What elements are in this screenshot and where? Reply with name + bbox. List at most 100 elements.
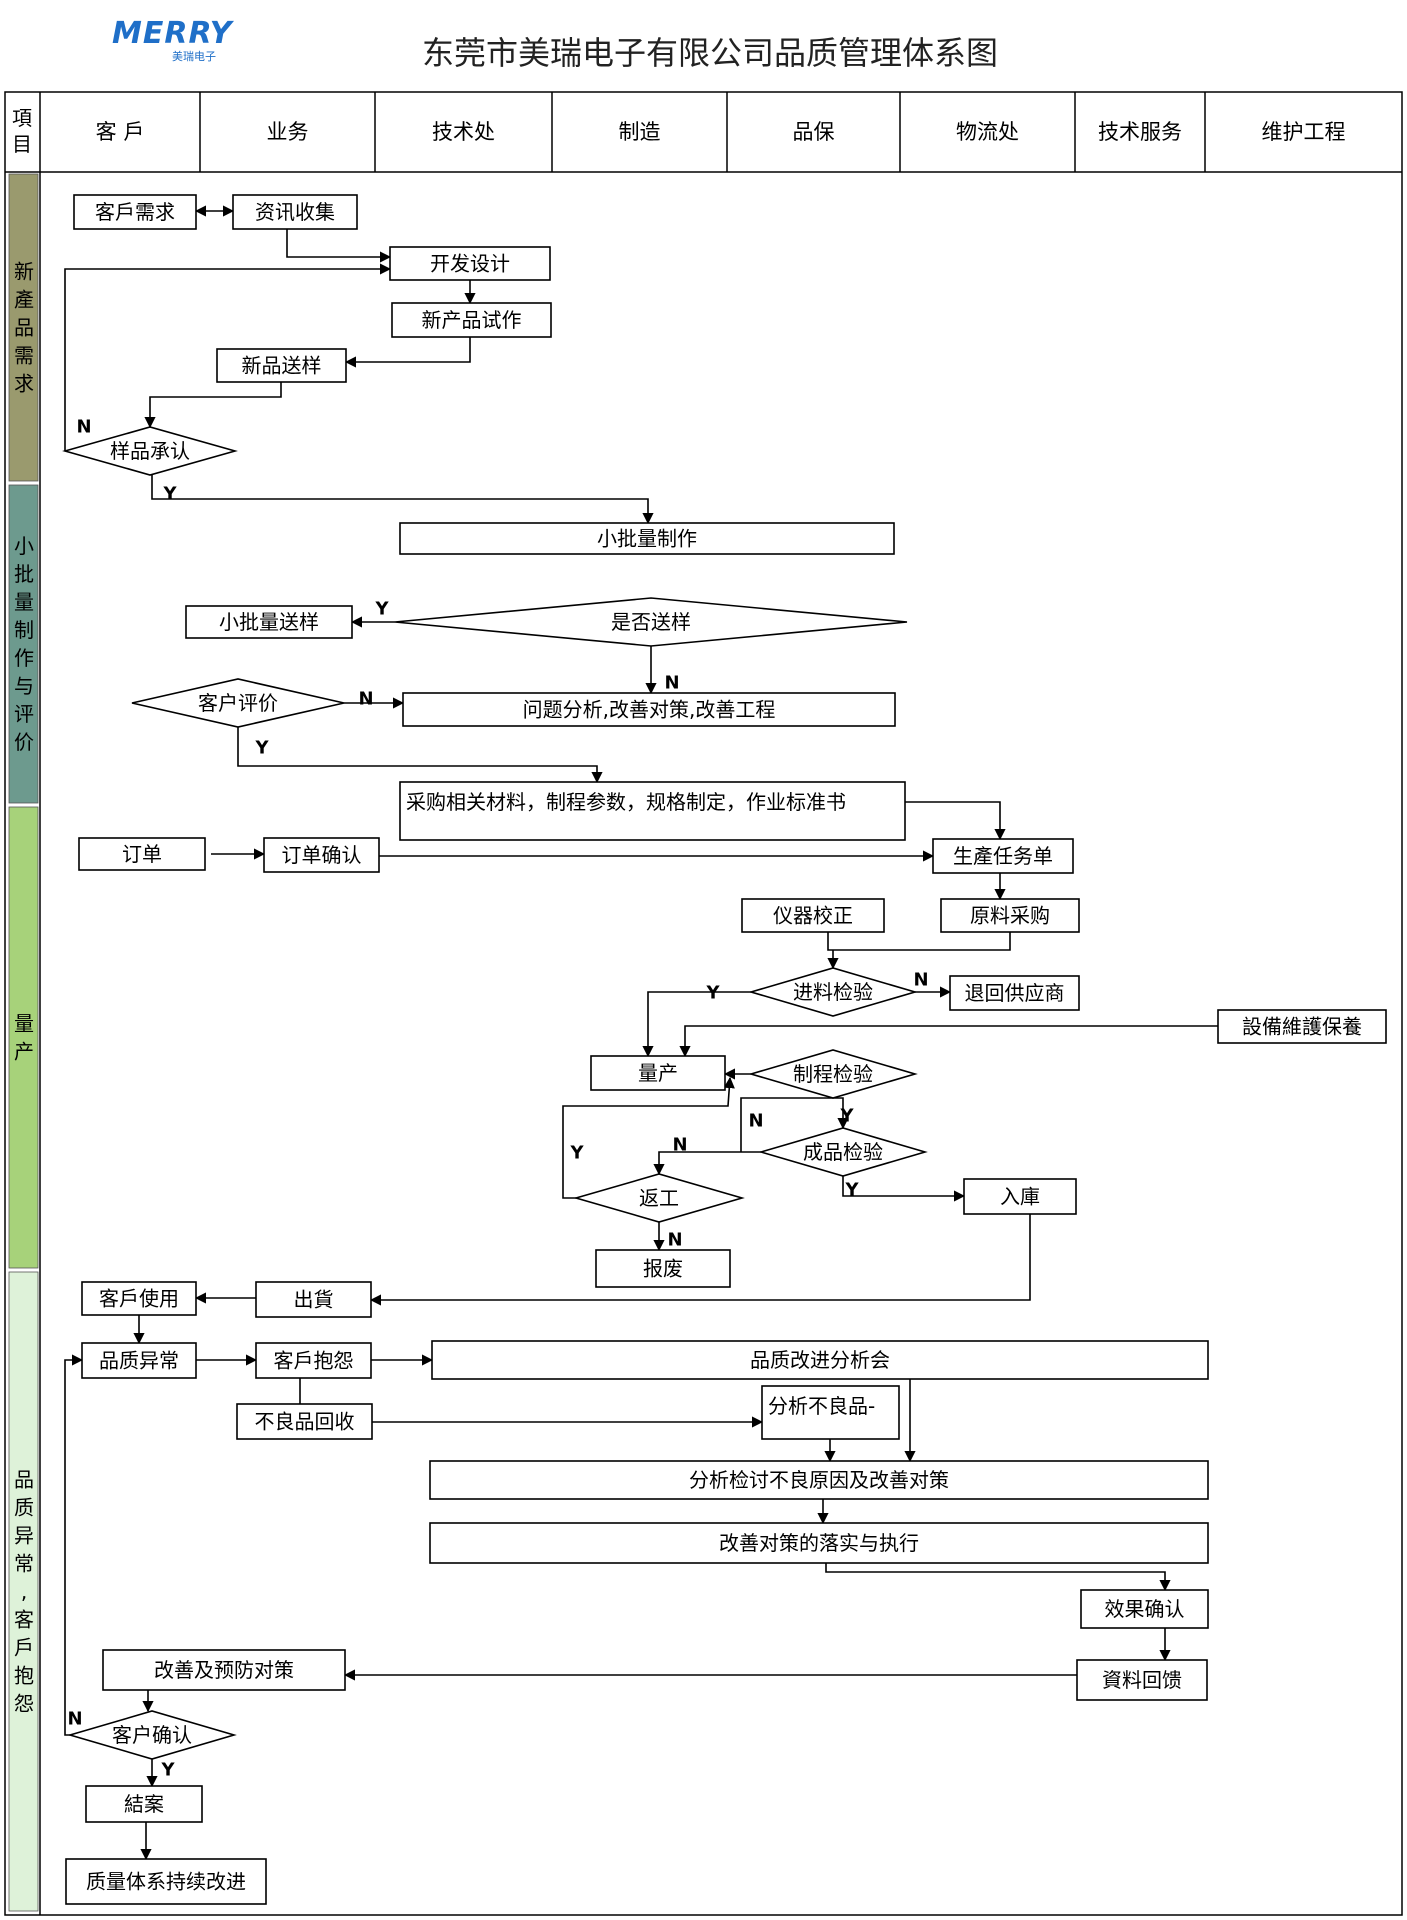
- phase-2-label: 制: [14, 618, 34, 642]
- node-problem-analysis-box: [402, 692, 896, 727]
- connector: [151, 475, 654, 525]
- node-improve-meeting-box: [431, 1340, 1209, 1380]
- node-dev-design-box: [389, 246, 551, 281]
- phase-4-label: 常: [14, 1552, 34, 1576]
- node-quality-abnormal-box: [81, 1342, 197, 1379]
- node-prevent-measures-box: [102, 1649, 346, 1691]
- outer-frame: [4, 91, 1403, 1916]
- node-small-batch-box: [399, 522, 895, 555]
- node-process-inspect-diamond: [748, 1049, 918, 1099]
- node-customer-confirm-diamond: [67, 1710, 237, 1760]
- page-title: 东莞市美瑞电子有限公司品质管理体系图: [421, 34, 998, 72]
- connector: [286, 229, 392, 263]
- phase-1-label: 品: [14, 316, 34, 340]
- logo-text: MERRY: [112, 16, 233, 51]
- node-implement-box: [429, 1522, 1209, 1564]
- header-column-2: 业务: [267, 120, 309, 144]
- node-defect-recall-box: [236, 1403, 373, 1440]
- node-defect-recall: 不良品回收: [255, 1410, 355, 1434]
- node-order-confirm: 订单确认: [282, 843, 362, 867]
- header-item-label: 目: [12, 132, 32, 156]
- node-data-feedback-box: [1076, 1659, 1208, 1701]
- connector: [740, 1097, 833, 1152]
- node-customer-use: 客戶使用: [99, 1287, 179, 1311]
- yes-label: Y: [839, 1106, 854, 1127]
- no-label: N: [672, 1135, 687, 1156]
- header-item-label: 項: [12, 106, 32, 130]
- node-warehouse: 入庫: [1000, 1185, 1040, 1209]
- node-effect-confirm: 效果确认: [1105, 1597, 1185, 1621]
- node-incoming-inspect: 进料检验: [793, 980, 873, 1004]
- connector: [64, 263, 392, 451]
- yes-label: Y: [160, 1760, 175, 1781]
- phase-band-4: [8, 1271, 39, 1912]
- node-order-box: [78, 837, 206, 871]
- node-send-sample-question-diamond: [394, 597, 908, 647]
- node-return-supplier-box: [949, 975, 1080, 1011]
- node-new-sample-box: [216, 348, 347, 383]
- node-process-inspect: 制程检验: [793, 1062, 873, 1086]
- phase-2-label: 小: [14, 534, 34, 558]
- phase-4-label: 戶: [14, 1636, 34, 1660]
- node-mass-production-box: [590, 1055, 726, 1091]
- connector: [825, 1563, 1171, 1592]
- node-order: 订单: [122, 842, 162, 866]
- node-data-feedback: 資料回馈: [1102, 1668, 1182, 1692]
- node-raw-purchase-box: [940, 898, 1080, 933]
- node-customer-confirm: 客户确认: [112, 1723, 192, 1747]
- node-close-case-box: [85, 1785, 203, 1823]
- node-improve-meeting: 品质改进分析会: [750, 1348, 890, 1372]
- phase-2-label: 作: [14, 646, 34, 670]
- connector: [144, 382, 282, 429]
- yes-label: Y: [705, 983, 720, 1004]
- header-column-3: 技术处: [432, 120, 495, 144]
- connector: [679, 1025, 1218, 1058]
- node-customer-complaint-box: [255, 1342, 372, 1379]
- phase-4-label: 抱: [14, 1664, 34, 1688]
- yes-label: Y: [254, 738, 269, 759]
- node-new-sample: 新品送样: [242, 354, 322, 378]
- yes-label: Y: [844, 1180, 859, 1201]
- node-rework: 返工: [639, 1186, 679, 1210]
- node-effect-confirm-box: [1080, 1589, 1209, 1629]
- phase-3-label: 量: [14, 1012, 34, 1036]
- phase-4-label: 品: [14, 1468, 34, 1492]
- node-shipment: 出貨: [294, 1288, 334, 1312]
- connector: [642, 991, 751, 1058]
- node-info-collect-box: [232, 194, 358, 230]
- phase-band-2: [8, 484, 39, 804]
- node-final-inspect: 成品检验: [803, 1140, 883, 1164]
- connector: [64, 1354, 84, 1736]
- node-prevent-measures: 改善及预防对策: [154, 1658, 294, 1682]
- node-equipment-maint: 設備維護保養: [1242, 1015, 1362, 1039]
- phase-4-label: 质: [14, 1496, 34, 1520]
- phase-4-label: 怨: [14, 1692, 34, 1716]
- node-analyze-defect-box: [761, 1385, 900, 1440]
- node-root-cause-box: [429, 1460, 1209, 1500]
- node-scrap: 报废: [643, 1257, 683, 1281]
- node-customer-demand: 客戶需求: [95, 200, 175, 224]
- node-equipment-maint-box: [1217, 1009, 1387, 1044]
- connector: [827, 932, 1011, 951]
- node-sample-approve: 样品承认: [110, 439, 190, 463]
- node-customer-demand-box: [73, 194, 197, 230]
- node-problem-analysis: 问题分析,改善对策,改善工程: [523, 698, 776, 722]
- node-incoming-inspect-diamond: [748, 967, 918, 1017]
- phase-2-label: 与: [14, 674, 34, 698]
- connector: [653, 1151, 741, 1176]
- no-label: N: [748, 1111, 763, 1132]
- no-label: N: [913, 970, 928, 991]
- node-instrument-calib-box: [741, 898, 885, 933]
- node-small-batch-sample-box: [185, 605, 353, 639]
- node-rework-diamond: [573, 1173, 745, 1223]
- node-production-order-box: [932, 838, 1074, 874]
- node-warehouse-box: [963, 1178, 1077, 1215]
- header-column-1: 客 戶: [96, 120, 145, 144]
- connector: [344, 337, 471, 368]
- phase-2-label: 评: [14, 702, 34, 726]
- connector: [237, 727, 603, 784]
- node-customer-complaint: 客戶抱怨: [274, 1349, 354, 1373]
- node-final-inspect-diamond: [758, 1127, 928, 1177]
- yes-label: Y: [569, 1143, 584, 1164]
- node-send-sample-question: 是否送样: [611, 610, 691, 634]
